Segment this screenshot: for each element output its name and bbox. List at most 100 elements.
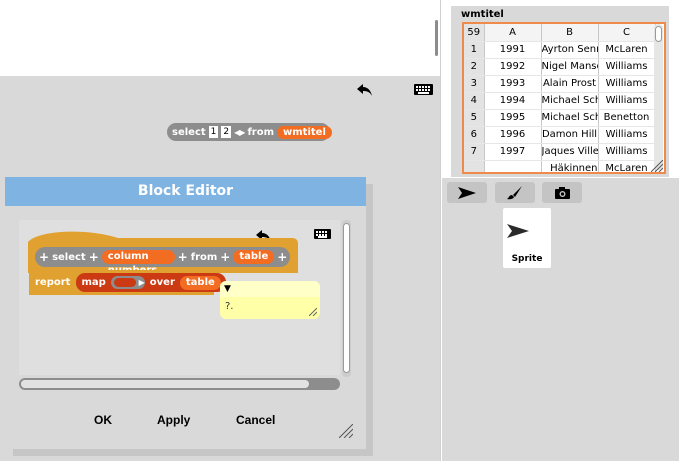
table-cell[interactable]: 1997 [484, 143, 542, 161]
variable-wmtitel[interactable]: wmtitel [277, 125, 332, 139]
undo-icon[interactable] [356, 82, 374, 98]
table-row[interactable]: Häkinnen McLaren [464, 160, 656, 172]
table-cell[interactable]: Williams [598, 92, 656, 110]
comment-collapse-icon[interactable]: ▼ [220, 281, 320, 297]
tab-sounds[interactable] [542, 182, 582, 203]
apply-button[interactable]: Apply [157, 413, 191, 427]
table-cell[interactable] [484, 160, 542, 172]
column-header-a[interactable]: A [484, 24, 542, 42]
table-cell[interactable]: Häkinnen [541, 160, 599, 172]
editor-horizontal-scroll-thumb[interactable] [21, 380, 309, 388]
stage-area[interactable] [0, 0, 440, 76]
table-cell[interactable]: 1991 [484, 41, 542, 59]
brush-icon [507, 185, 522, 199]
cancel-button[interactable]: Cancel [236, 413, 276, 427]
over-label: over [149, 277, 175, 288]
table-cell[interactable]: Alain Prost [541, 75, 599, 93]
editor-undo-icon[interactable] [255, 228, 273, 243]
tab-costumes[interactable] [495, 182, 535, 203]
table-cell[interactable]: Michael Schumacher [541, 109, 599, 127]
table-vertical-scroll-thumb[interactable] [655, 26, 662, 42]
table-vertical-scrollbar[interactable] [654, 24, 663, 170]
ring-inner-reporter[interactable] [113, 278, 136, 287]
sprite-name: Sprite [511, 254, 543, 264]
report-label: report [35, 277, 71, 288]
keyboard-icon[interactable] [414, 84, 433, 95]
table-cell[interactable]: 1992 [484, 58, 542, 76]
table-row[interactable]: 2 1992 Nigel Mansell Williams [464, 58, 656, 76]
table-cell[interactable]: 1994 [484, 92, 542, 110]
table-cell[interactable]: McLaren [598, 41, 656, 59]
table-view[interactable]: 59 A B C 1 1991 Ayrton Senna McLaren 2 1… [462, 22, 666, 174]
table-row[interactable]: 3 1993 Alain Prost Williams [464, 75, 656, 93]
table-cell[interactable]: Damon Hill [541, 126, 599, 144]
table-cell[interactable]: 1993 [484, 75, 542, 93]
table-cell[interactable]: Williams [598, 126, 656, 144]
index-slot-2[interactable]: 2 [221, 126, 232, 138]
proto-from-label[interactable]: from [190, 251, 218, 263]
editor-vertical-scroll-thumb[interactable] [343, 223, 350, 373]
ok-button[interactable]: OK [94, 413, 112, 427]
row-number: 5 [464, 109, 485, 127]
param-table[interactable]: table [233, 250, 275, 264]
table-cell[interactable]: 1995 [484, 109, 542, 127]
report-block[interactable]: report map ▶ over table [29, 270, 226, 295]
block-editor-dialog[interactable]: Block Editor + select + column numbers..… [5, 177, 366, 449]
plus-icon[interactable]: + [177, 250, 188, 264]
arrow-cursor-icon [458, 186, 476, 199]
ring-arrow-icon[interactable]: ▶ [138, 278, 145, 287]
table-cell[interactable]: Benetton [598, 109, 656, 127]
table-row[interactable]: 1 1991 Ayrton Senna McLaren [464, 41, 656, 59]
sprite-card[interactable] [503, 208, 551, 268]
proto-select-label[interactable]: select [52, 251, 86, 263]
table-row[interactable]: 7 1997 Jaques Villeneuve Williams [464, 143, 656, 161]
table-resize-icon[interactable] [651, 160, 663, 172]
table-header-row: 59 A B C [464, 24, 656, 42]
map-block[interactable]: map ▶ over table [76, 273, 226, 292]
plus-icon[interactable]: + [277, 250, 288, 264]
table-cell[interactable]: 1996 [484, 126, 542, 144]
param-column-numbers[interactable]: column numbers... [101, 250, 175, 276]
table-cell[interactable]: Williams [598, 143, 656, 161]
row-number: 1 [464, 41, 485, 59]
row-count: 59 [464, 24, 485, 42]
comment-text[interactable]: ?. [225, 301, 234, 312]
variadic-arrows-icon[interactable]: ◀▶ [234, 127, 245, 137]
sprite-corral[interactable] [442, 206, 679, 461]
plus-icon[interactable]: + [39, 250, 50, 264]
dialog-title[interactable]: Block Editor [5, 177, 366, 206]
table-row[interactable]: 5 1995 Michael Schumacher Benetton [464, 109, 656, 127]
select-reporter-block[interactable]: select 1 2 ◀▶ from wmtitel [167, 123, 332, 141]
table-cell[interactable]: Ayrton Senna [541, 41, 599, 59]
table-row[interactable]: 4 1994 Michael Schumacher Williams [464, 92, 656, 110]
table-variable[interactable]: table [179, 275, 221, 290]
table-cell[interactable]: Jaques Villeneuve [541, 143, 599, 161]
plus-icon[interactable]: + [220, 250, 231, 264]
comment-resize-icon[interactable] [309, 308, 317, 316]
table-cell[interactable]: McLaren [598, 160, 656, 172]
camera-icon [554, 186, 570, 199]
row-number: 2 [464, 58, 485, 76]
custom-block-prototype[interactable]: + select + column numbers... + from + ta… [35, 247, 290, 276]
stage-scrollbar[interactable] [435, 20, 438, 56]
table-cell[interactable]: Michael Schumacher [541, 92, 599, 110]
dialog-resize-icon[interactable] [339, 424, 353, 438]
table-cell[interactable]: Nigel Mansell [541, 58, 599, 76]
map-label: map [81, 277, 106, 288]
table-cell[interactable]: Williams [598, 58, 656, 76]
ring-slot[interactable]: ▶ [110, 276, 145, 289]
comment-box[interactable]: ▼ ?. [220, 281, 320, 319]
table-cell[interactable]: Williams [598, 75, 656, 93]
table-row[interactable]: 6 1996 Damon Hill Williams [464, 126, 656, 144]
index-slot-1[interactable]: 1 [208, 126, 219, 138]
row-number: 3 [464, 75, 485, 93]
row-number: 4 [464, 92, 485, 110]
plus-icon[interactable]: + [88, 250, 99, 264]
data-table[interactable]: 59 A B C 1 1991 Ayrton Senna McLaren 2 1… [464, 24, 656, 172]
column-header-c[interactable]: C [598, 24, 656, 42]
tab-scripts[interactable] [447, 182, 487, 203]
editor-keyboard-icon[interactable] [314, 229, 331, 239]
sprite-arrow-icon[interactable] [507, 224, 529, 238]
column-header-b[interactable]: B [541, 24, 599, 42]
